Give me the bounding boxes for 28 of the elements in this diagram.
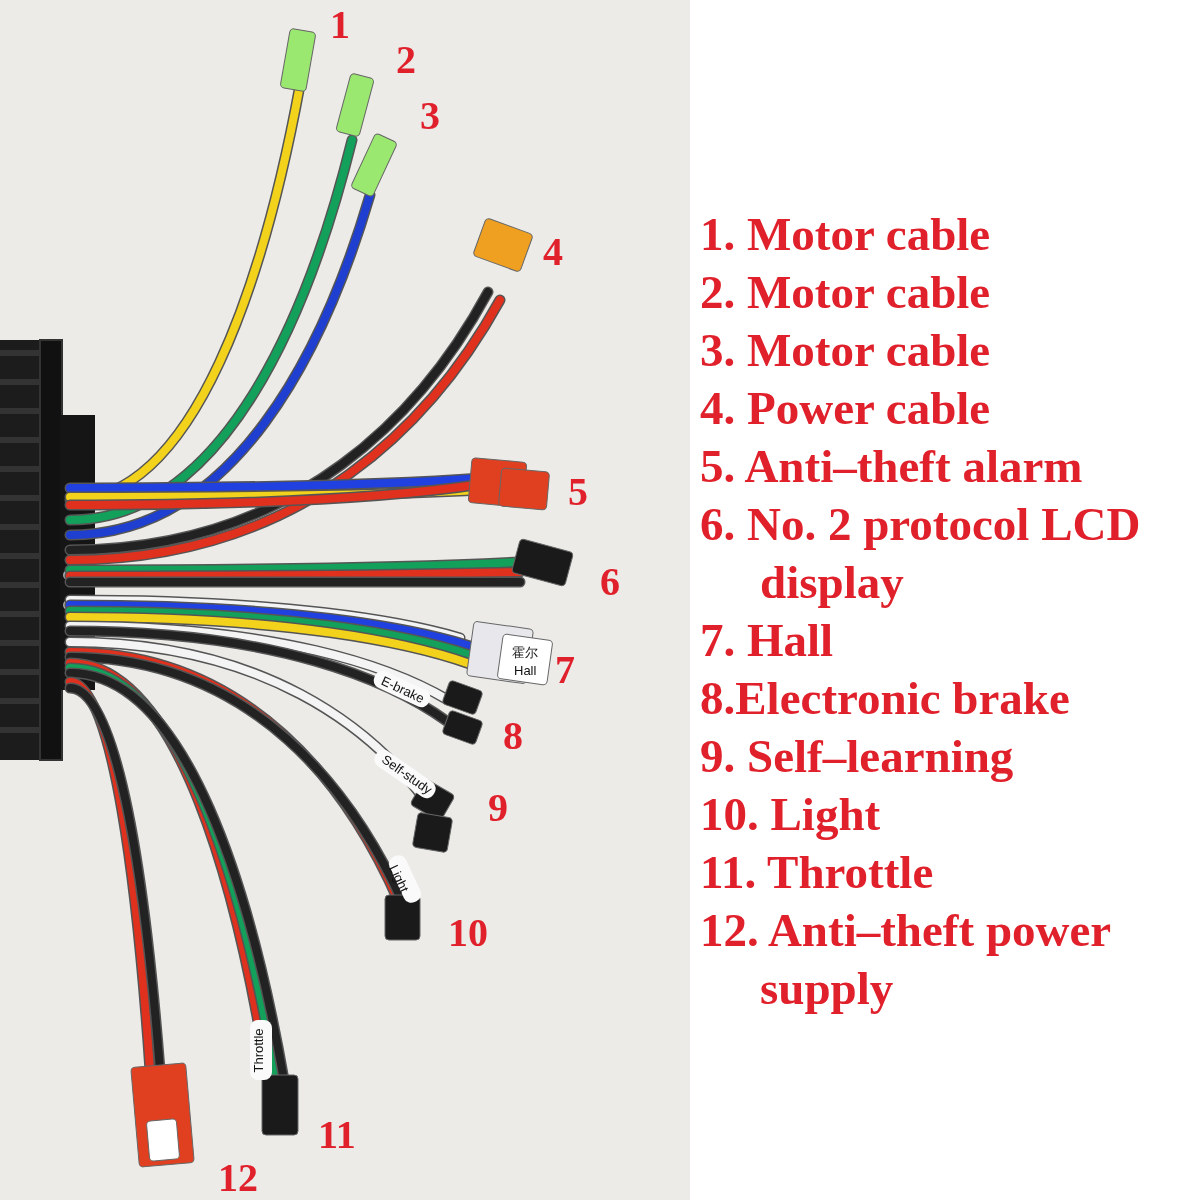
callout-number: 8: [503, 716, 523, 756]
list-item: 3. Motor cable: [700, 323, 992, 378]
callout-number: 10: [448, 913, 488, 953]
callout-number: 9: [488, 788, 508, 828]
callout-number: 1: [330, 5, 350, 45]
list-item: 4. Power cable: [700, 381, 992, 436]
connector-tag-text: Hall: [514, 664, 537, 677]
list-item: 9. Self–learning: [700, 729, 1015, 784]
callout-number: 7: [555, 650, 575, 690]
list-item: 7. Hall: [700, 613, 835, 668]
callout-number: 5: [568, 472, 588, 512]
list-item: 6. No. 2 protocol LCD display: [700, 497, 1142, 610]
callout-number: 12: [218, 1158, 258, 1198]
list-item: 2. Motor cable: [700, 265, 992, 320]
list-item: 11. Throttle: [700, 845, 935, 900]
list-item: 10. Light: [700, 787, 882, 842]
callout-number: 2: [396, 40, 416, 80]
connector-tag-text: Throttle: [251, 1028, 265, 1073]
callout-number: 6: [600, 562, 620, 602]
callout-number: 4: [543, 232, 563, 272]
list-item: 12. Anti–theft power supply: [700, 903, 1112, 1016]
callout-number: 3: [420, 96, 440, 136]
callout-number: 11: [318, 1115, 356, 1155]
list-item: 1. Motor cable: [700, 207, 992, 262]
connector-tag-text: Light: [387, 862, 411, 895]
list-item: 8.Electronic brake: [700, 671, 1071, 726]
list-item: 5. Anti–theft alarm: [700, 439, 1084, 494]
connector-tag-text: 霍尔: [512, 646, 538, 659]
